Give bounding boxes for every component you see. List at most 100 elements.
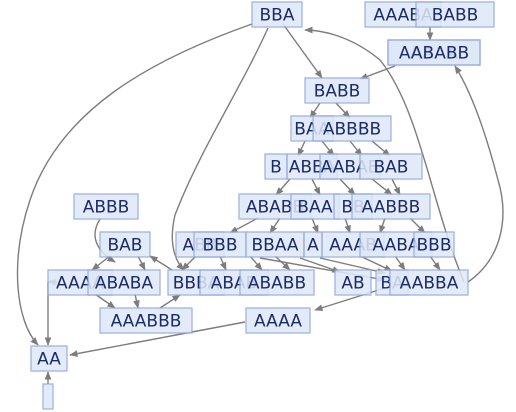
- edge: [379, 217, 386, 234]
- node-label: B: [270, 158, 282, 178]
- edge: [371, 178, 393, 196]
- edge: [299, 257, 341, 273]
- node-box: [359, 153, 423, 180]
- graph-node: BBB: [193, 231, 247, 258]
- node-label: AA: [37, 350, 61, 370]
- node-label: AAAA: [254, 312, 302, 332]
- node-box: [290, 193, 340, 220]
- edge: [319, 257, 386, 275]
- node-box: [351, 193, 431, 220]
- graph-node: AABBB: [351, 193, 431, 220]
- graph-node: BAA: [290, 193, 340, 220]
- node-box: [387, 39, 481, 66]
- edge: [133, 293, 140, 309]
- graph-node: ABBBB: [312, 115, 392, 142]
- node-label: ABBB: [83, 198, 130, 218]
- node-box: [415, 1, 495, 28]
- graph-node: AA: [30, 345, 68, 372]
- node-box: [413, 231, 455, 258]
- edge: [359, 65, 396, 80]
- edge: [181, 255, 197, 271]
- node-box: [87, 269, 161, 296]
- node-box: [239, 269, 315, 296]
- graph-node: A: [303, 231, 323, 258]
- edge: [282, 23, 323, 79]
- node-box: [73, 193, 139, 220]
- graph-node: BBAA: [245, 231, 305, 258]
- edge: [429, 255, 441, 271]
- nodes: BBAAAABABABBAAAAAABABBBABBBAAABBBBBABBAA…: [30, 1, 495, 410]
- graph-node: ABABB: [239, 269, 315, 296]
- graph-node: AABBA: [389, 269, 469, 296]
- graph-node: BAB: [359, 153, 423, 180]
- node-label: A: [307, 236, 319, 256]
- edges: [16, 23, 504, 384]
- edge: [16, 23, 253, 346]
- edge: [249, 255, 263, 271]
- graph-node: [42, 383, 54, 410]
- graph-node: B: [264, 153, 288, 180]
- node-box: [42, 383, 54, 410]
- graph-node: AAABBB: [99, 307, 193, 334]
- edge: [94, 293, 116, 309]
- node-label: ABABB: [246, 198, 304, 218]
- edge: [344, 217, 351, 234]
- node-label: AAABBB: [111, 312, 182, 332]
- edge: [394, 255, 406, 271]
- node-label: BBB: [203, 236, 238, 256]
- edge: [409, 217, 426, 234]
- node-box: [245, 307, 311, 334]
- node-label: BAA: [297, 198, 333, 218]
- node-box: [389, 269, 469, 296]
- edge: [274, 255, 291, 271]
- node-label: AABBA: [400, 274, 459, 294]
- node-label: BABB: [432, 6, 479, 26]
- node-label: BBB: [417, 236, 452, 256]
- node-box: [99, 231, 151, 258]
- edge: [454, 65, 504, 283]
- node-label: BAB: [374, 158, 409, 178]
- node-box: [304, 77, 370, 104]
- graph-node: BBA: [251, 1, 303, 28]
- edge: [94, 218, 116, 263]
- node-label: ABABB: [248, 274, 306, 294]
- node-label: AB: [341, 274, 364, 294]
- graph-node: ABBB: [73, 193, 139, 220]
- node-label: AABA: [372, 236, 419, 256]
- graph-node: BABB: [415, 1, 495, 28]
- node-box: [245, 231, 305, 258]
- node-box: [99, 307, 193, 334]
- graph-node: AABABB: [387, 39, 481, 66]
- edge: [69, 321, 246, 357]
- edge: [171, 27, 269, 271]
- graph-node: AB: [334, 269, 372, 296]
- edge: [229, 217, 259, 234]
- node-label: BBA: [260, 6, 295, 26]
- edge: [275, 178, 291, 196]
- graph-node: BAB: [99, 231, 151, 258]
- node-label: ABABA: [95, 274, 154, 294]
- edge: [149, 255, 173, 271]
- edge: [339, 178, 356, 196]
- edge: [269, 217, 281, 234]
- node-box: [251, 1, 303, 28]
- edge: [359, 255, 393, 272]
- graph-node: BBB: [413, 231, 455, 258]
- edge: [314, 287, 386, 311]
- node-box: [193, 231, 247, 258]
- node-label: ABBBB: [323, 120, 381, 140]
- graph-node: BABB: [304, 77, 370, 104]
- node-label: BABB: [314, 82, 361, 102]
- edge: [391, 178, 401, 196]
- node-box: [334, 269, 372, 296]
- edge: [159, 294, 181, 309]
- node-label: AABBB: [362, 198, 421, 218]
- edge: [311, 178, 321, 196]
- edge: [304, 26, 465, 283]
- edge: [311, 217, 319, 234]
- node-label: AABABB: [399, 44, 469, 64]
- node-box: [312, 115, 392, 142]
- edge: [219, 255, 227, 271]
- edge: [91, 255, 111, 271]
